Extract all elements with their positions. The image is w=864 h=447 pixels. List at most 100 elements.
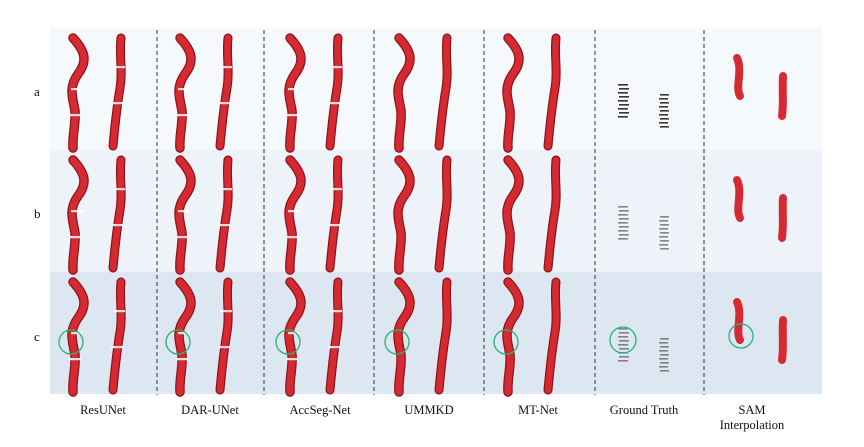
ground-truth-slice <box>659 366 668 368</box>
column-label-resunet: ResUNet <box>80 403 126 417</box>
ground-truth-slice <box>618 214 628 216</box>
ground-truth-slice <box>659 114 668 116</box>
segmentation-gap <box>113 188 125 191</box>
ground-truth-slice <box>618 238 628 240</box>
vessel-right <box>435 34 451 150</box>
ground-truth-slice <box>660 110 669 112</box>
ground-truth-slice <box>618 100 628 102</box>
ground-truth-slice <box>659 342 668 344</box>
segmentation-gap <box>330 310 342 313</box>
segmentation-gap <box>69 114 81 117</box>
ground-truth-slice <box>659 122 668 124</box>
vessel-left <box>285 34 305 152</box>
vessel-right <box>109 156 125 272</box>
vessel-right <box>326 34 342 150</box>
segmentation-gap <box>113 66 125 69</box>
segmentation-gap <box>220 310 232 313</box>
segmentation-gap <box>220 66 232 69</box>
segmentation-gap <box>111 346 123 349</box>
highlight-circle <box>165 329 191 355</box>
ground-truth-slice <box>659 220 668 222</box>
vessel-left <box>175 156 195 274</box>
vessel-segment <box>778 316 787 364</box>
segmentation-gap <box>71 88 83 91</box>
ground-truth-slice <box>619 234 629 236</box>
vessel-left <box>285 278 305 396</box>
vessel-right <box>109 34 125 150</box>
vessel-right <box>109 278 125 394</box>
column-label-dar-unet: DAR-UNet <box>181 403 239 417</box>
ground-truth-slice <box>660 362 669 364</box>
vessel-right <box>216 156 232 272</box>
segmentation-gap <box>178 88 190 91</box>
ground-truth-slice <box>659 228 668 230</box>
segmentation-gap <box>69 358 81 361</box>
ground-truth-slice <box>619 96 629 98</box>
ground-truth-slice <box>618 92 628 94</box>
ground-truth-slice <box>660 118 669 120</box>
ground-truth-slice <box>659 350 668 352</box>
ground-truth-slice <box>619 356 629 358</box>
ground-truth-slice <box>660 126 669 128</box>
ground-truth-slice <box>660 248 669 250</box>
segmentation-gap <box>111 102 123 105</box>
segmentation-gap <box>286 358 298 361</box>
vessel-right <box>216 278 232 394</box>
segmentation-gap <box>111 224 123 227</box>
vessel-left <box>503 34 523 152</box>
ground-truth-slice <box>619 88 629 90</box>
ground-truth-slice <box>618 328 628 330</box>
vessel-left <box>394 34 414 152</box>
segmentation-gap <box>328 224 340 227</box>
segmentation-gap <box>218 346 230 349</box>
highlight-circle <box>275 329 301 355</box>
vessel-left <box>175 34 195 152</box>
ground-truth-slice <box>618 108 628 110</box>
segmentation-gap <box>220 188 232 191</box>
segmentation-gap <box>330 188 342 191</box>
ground-truth-slice <box>619 332 629 334</box>
segmentation-gap <box>218 102 230 105</box>
ground-truth-slice <box>659 98 668 100</box>
segmentation-gap <box>178 332 190 335</box>
vessel-left <box>394 278 414 396</box>
ground-truth-slice <box>660 370 669 372</box>
segmentation-gap <box>288 332 300 335</box>
ground-truth-slice <box>660 94 669 96</box>
ground-truth-slice <box>619 226 629 228</box>
ground-truth-slice <box>660 240 669 242</box>
vessel-left <box>285 156 305 274</box>
vessel-segment <box>778 72 787 120</box>
highlight-circle <box>493 329 519 355</box>
vessel-segment <box>733 298 744 344</box>
vessel-left <box>68 278 88 396</box>
vessel-right <box>216 34 232 150</box>
segmentation-gap <box>178 210 190 213</box>
ground-truth-slice <box>618 344 628 346</box>
column-label-mt-net: MT-Net <box>518 403 558 417</box>
ground-truth-slice <box>660 232 669 234</box>
ground-truth-slice <box>618 84 628 86</box>
vessel-left <box>503 156 523 274</box>
segmentation-gap <box>176 114 188 117</box>
vessel-right <box>544 156 560 272</box>
vessel-right <box>326 156 342 272</box>
ground-truth-slice <box>619 210 629 212</box>
segmentation-gap <box>176 236 188 239</box>
ground-truth-slice <box>660 338 669 340</box>
highlight-circle <box>384 329 410 355</box>
ground-truth-slice <box>659 106 668 108</box>
segmentation-gap <box>286 236 298 239</box>
vessel-left <box>503 278 523 396</box>
ground-truth-slice <box>619 348 629 350</box>
highlight-circle <box>58 329 84 355</box>
ground-truth-slice <box>659 236 668 238</box>
vessel-right <box>544 34 560 150</box>
ground-truth-slice <box>618 116 628 118</box>
vessel-segment <box>778 194 787 242</box>
ground-truth-slice <box>618 222 628 224</box>
vessel-left <box>394 156 414 274</box>
ground-truth-slice <box>619 340 629 342</box>
ground-truth-slice <box>619 112 629 114</box>
column-label-accseg-net: AccSeg-Net <box>289 403 351 417</box>
